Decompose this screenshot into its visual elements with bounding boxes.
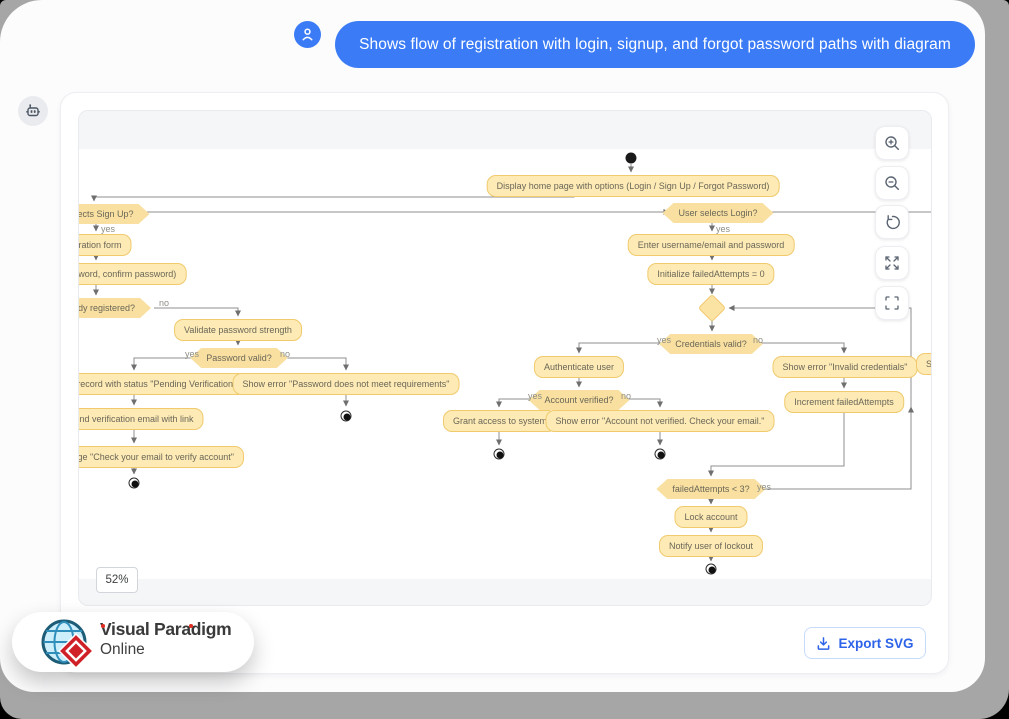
user-selects-signup: User selects Sign Up? bbox=[78, 204, 150, 224]
show-error-invalid-credentials: Show error "Invalid credentials" bbox=[772, 356, 918, 378]
brand-name: Visual Paradigm bbox=[100, 619, 232, 639]
assistant-avatar bbox=[18, 96, 48, 126]
edge-label-yes: yes bbox=[528, 391, 543, 401]
merge-node bbox=[697, 293, 727, 323]
user-icon bbox=[302, 28, 313, 41]
display-home: Display home page with options (Login / … bbox=[486, 175, 780, 197]
final-password-error bbox=[340, 410, 352, 422]
export-svg-button[interactable]: Export SVG bbox=[804, 627, 926, 659]
expand-icon bbox=[885, 256, 899, 270]
zoom-level-text: 52% bbox=[105, 574, 129, 586]
edge-label-no: no bbox=[753, 335, 764, 345]
expand-button[interactable] bbox=[875, 246, 909, 280]
edge-label-yes: yes bbox=[657, 335, 672, 345]
diagram-panel: Display home page with options (Login / … bbox=[60, 92, 949, 674]
failed-attempts-check: failedAttempts < 3? bbox=[656, 479, 765, 499]
validate-password-strength: Validate password strength bbox=[174, 319, 302, 341]
lock-account: Lock account bbox=[674, 506, 748, 528]
password-valid: Password valid? bbox=[190, 348, 288, 368]
edge-label-yes: yes bbox=[101, 224, 116, 234]
credentials-valid: Credentials valid? bbox=[659, 334, 763, 354]
edge-label-yes: yes bbox=[757, 482, 772, 492]
edge-label-no: no bbox=[621, 391, 632, 401]
zoom-in-icon bbox=[884, 135, 899, 150]
final-login-success bbox=[493, 448, 505, 460]
account-verified: Account verified? bbox=[528, 390, 629, 410]
final-signup-success bbox=[128, 477, 140, 489]
clipped-node-right: S bbox=[916, 353, 931, 375]
edge-label-no: no bbox=[159, 298, 170, 308]
download-icon bbox=[818, 636, 830, 650]
chat-message-text: Shows flow of registration with login, s… bbox=[359, 35, 951, 53]
final-not-verified bbox=[654, 448, 666, 460]
export-svg-label: Export SVG bbox=[838, 635, 914, 651]
visual-paradigm-globe-icon bbox=[41, 619, 95, 668]
zoom-in-button[interactable] bbox=[875, 126, 909, 160]
increment-failed-attempts: Increment failedAttempts bbox=[784, 391, 904, 413]
start-node bbox=[625, 152, 637, 164]
final-lockout bbox=[705, 563, 717, 575]
brand-i-dot bbox=[189, 624, 193, 628]
show-error-password-requirements: Show error "Password does not meet requi… bbox=[232, 373, 460, 395]
brand-i-dot bbox=[101, 624, 105, 628]
fullscreen-icon bbox=[885, 296, 899, 310]
visual-paradigm-logo: Visual Paradigm Online bbox=[12, 612, 254, 672]
enter-credentials: Enter username/email and password bbox=[627, 234, 795, 256]
init-failed-attempts: Initialize failedAttempts = 0 bbox=[647, 263, 775, 285]
chat-message-bubble: Shows flow of registration with login, s… bbox=[335, 21, 975, 68]
show-error-not-verified: Show error "Account not verified. Check … bbox=[545, 410, 775, 432]
diagram-canvas[interactable]: Display home page with options (Login / … bbox=[78, 110, 932, 606]
email-already-registered: Email already registered? bbox=[78, 298, 151, 318]
edge-label-yes: yes bbox=[185, 349, 200, 359]
display-registration-form: Display registration form bbox=[79, 234, 132, 256]
user-selects-login: User selects Login? bbox=[662, 203, 773, 223]
user-avatar bbox=[294, 21, 321, 48]
show-check-email-message: Show message "Check your email to verify… bbox=[79, 446, 244, 468]
edge-label-no: no bbox=[280, 349, 291, 359]
create-user-record: Create user record with status "Pending … bbox=[79, 373, 247, 395]
zoom-level-badge: 52% bbox=[96, 567, 138, 593]
edge-label-yes: yes bbox=[716, 224, 731, 234]
robot-icon bbox=[26, 104, 40, 117]
diagram-nodes: Display home page with options (Login / … bbox=[79, 111, 931, 605]
zoom-out-button[interactable] bbox=[875, 166, 909, 200]
authenticate-user: Authenticate user bbox=[533, 356, 625, 378]
app-window: Shows flow of registration with login, s… bbox=[0, 0, 985, 692]
reset-icon bbox=[886, 214, 900, 229]
notify-lockout: Notify user of lockout bbox=[658, 535, 764, 557]
send-verification-email: Send verification email with link bbox=[79, 408, 204, 430]
grant-access: Grant access to system bbox=[442, 410, 558, 432]
fullscreen-button[interactable] bbox=[875, 286, 909, 320]
enter-details: Enter details (name, email, password, co… bbox=[79, 263, 187, 285]
zoom-out-icon bbox=[884, 175, 899, 190]
brand-product: Online bbox=[100, 641, 145, 659]
reset-view-button[interactable] bbox=[875, 205, 909, 239]
